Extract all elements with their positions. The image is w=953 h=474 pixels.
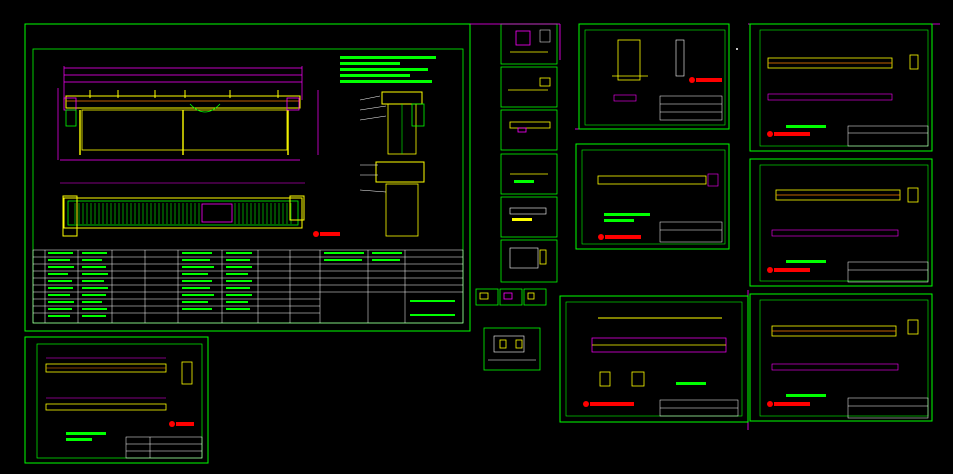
main-notes-block: [340, 56, 436, 83]
sheet-right-3: [749, 293, 933, 422]
sheet-mid-mid: [575, 143, 730, 250]
sheet-mid-top: [578, 23, 730, 130]
sheet-mid-bottom: [559, 295, 749, 423]
marker-dot: [736, 48, 738, 50]
sheet-col-a: [500, 23, 558, 283]
main-parts-table: [32, 249, 464, 324]
main-plan-view: [60, 182, 305, 237]
sheet-right-1: [749, 23, 933, 152]
main-side-posts: [89, 90, 279, 98]
sheet-bottom-left: [24, 336, 209, 464]
main-table-text: [48, 252, 455, 317]
sheet-tiny-row: [475, 288, 547, 371]
main-side-elevation: [63, 95, 301, 155]
sheet-main-assembly: [24, 23, 471, 332]
main-logo: [313, 231, 340, 237]
main-end-elevation: [359, 91, 425, 237]
main-dimensions: [57, 66, 319, 161]
sheet-right-2: [749, 158, 933, 287]
